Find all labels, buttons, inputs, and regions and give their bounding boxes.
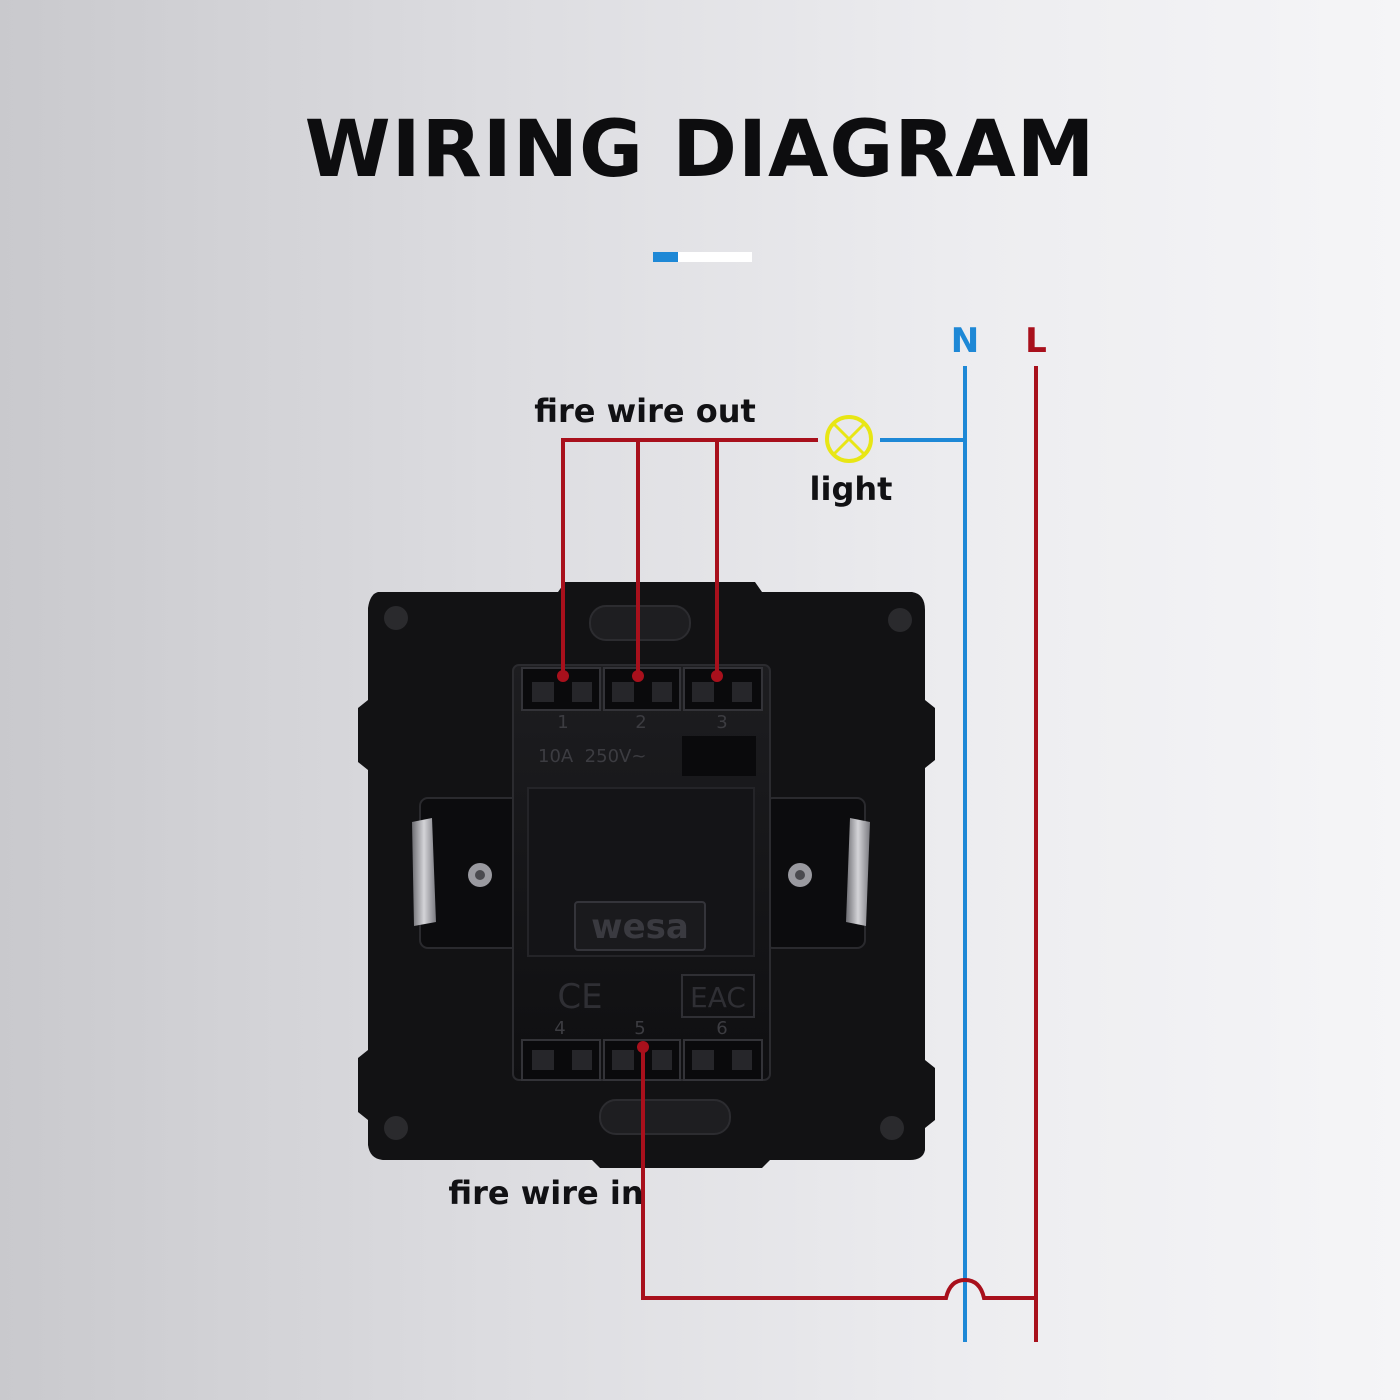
mount-hole [880, 1116, 904, 1140]
fire-wire-out [561, 438, 818, 676]
brand-plate [574, 901, 706, 951]
terminal-label-6: 6 [716, 1018, 727, 1039]
label-fire-wire-out: fire wire out [534, 392, 756, 430]
screw-icon [788, 863, 812, 887]
brand-logo: wesa [591, 907, 689, 947]
page-title: WIRING DIAGRAM [304, 105, 1096, 195]
label-plate [682, 736, 756, 776]
terminal-dot-1 [557, 670, 569, 682]
fire-wire-in [641, 1047, 1036, 1300]
rating-text: 10A 250V~ [538, 746, 646, 767]
mount-hole [384, 1116, 408, 1140]
terminal-dot-5 [637, 1041, 649, 1053]
label-fire-wire-in: fire wire in [448, 1174, 643, 1212]
title-underline-white [678, 252, 752, 262]
frame-slot [599, 1099, 731, 1135]
terminal-dot-2 [632, 670, 644, 682]
terminal-label-2: 2 [635, 712, 646, 733]
terminal-dot-3 [711, 670, 723, 682]
lamp-symbol-icon [825, 415, 873, 463]
mount-hole [888, 608, 912, 632]
label-light: light [810, 470, 893, 508]
label-neutral: N [951, 321, 979, 361]
screw-icon [468, 863, 492, 887]
label-live: L [1025, 321, 1047, 361]
title-underline [653, 252, 752, 262]
clamp-metal-right [846, 818, 870, 926]
ce-mark-icon: CE [557, 977, 602, 1017]
mount-hole [384, 606, 408, 630]
terminal-label-3: 3 [716, 712, 727, 733]
terminal-label-1: 1 [557, 712, 568, 733]
terminal-label-4: 4 [554, 1018, 565, 1039]
eac-mark-frame [681, 974, 755, 1018]
eac-mark-icon: EAC [690, 981, 746, 1014]
terminal-label-5: 5 [634, 1018, 645, 1039]
title-underline-blue [653, 252, 678, 262]
clamp-metal-left [412, 818, 436, 926]
switch-module: 1 2 3 10A 250V~ wesa CE EAC 4 5 6 [358, 582, 935, 1168]
